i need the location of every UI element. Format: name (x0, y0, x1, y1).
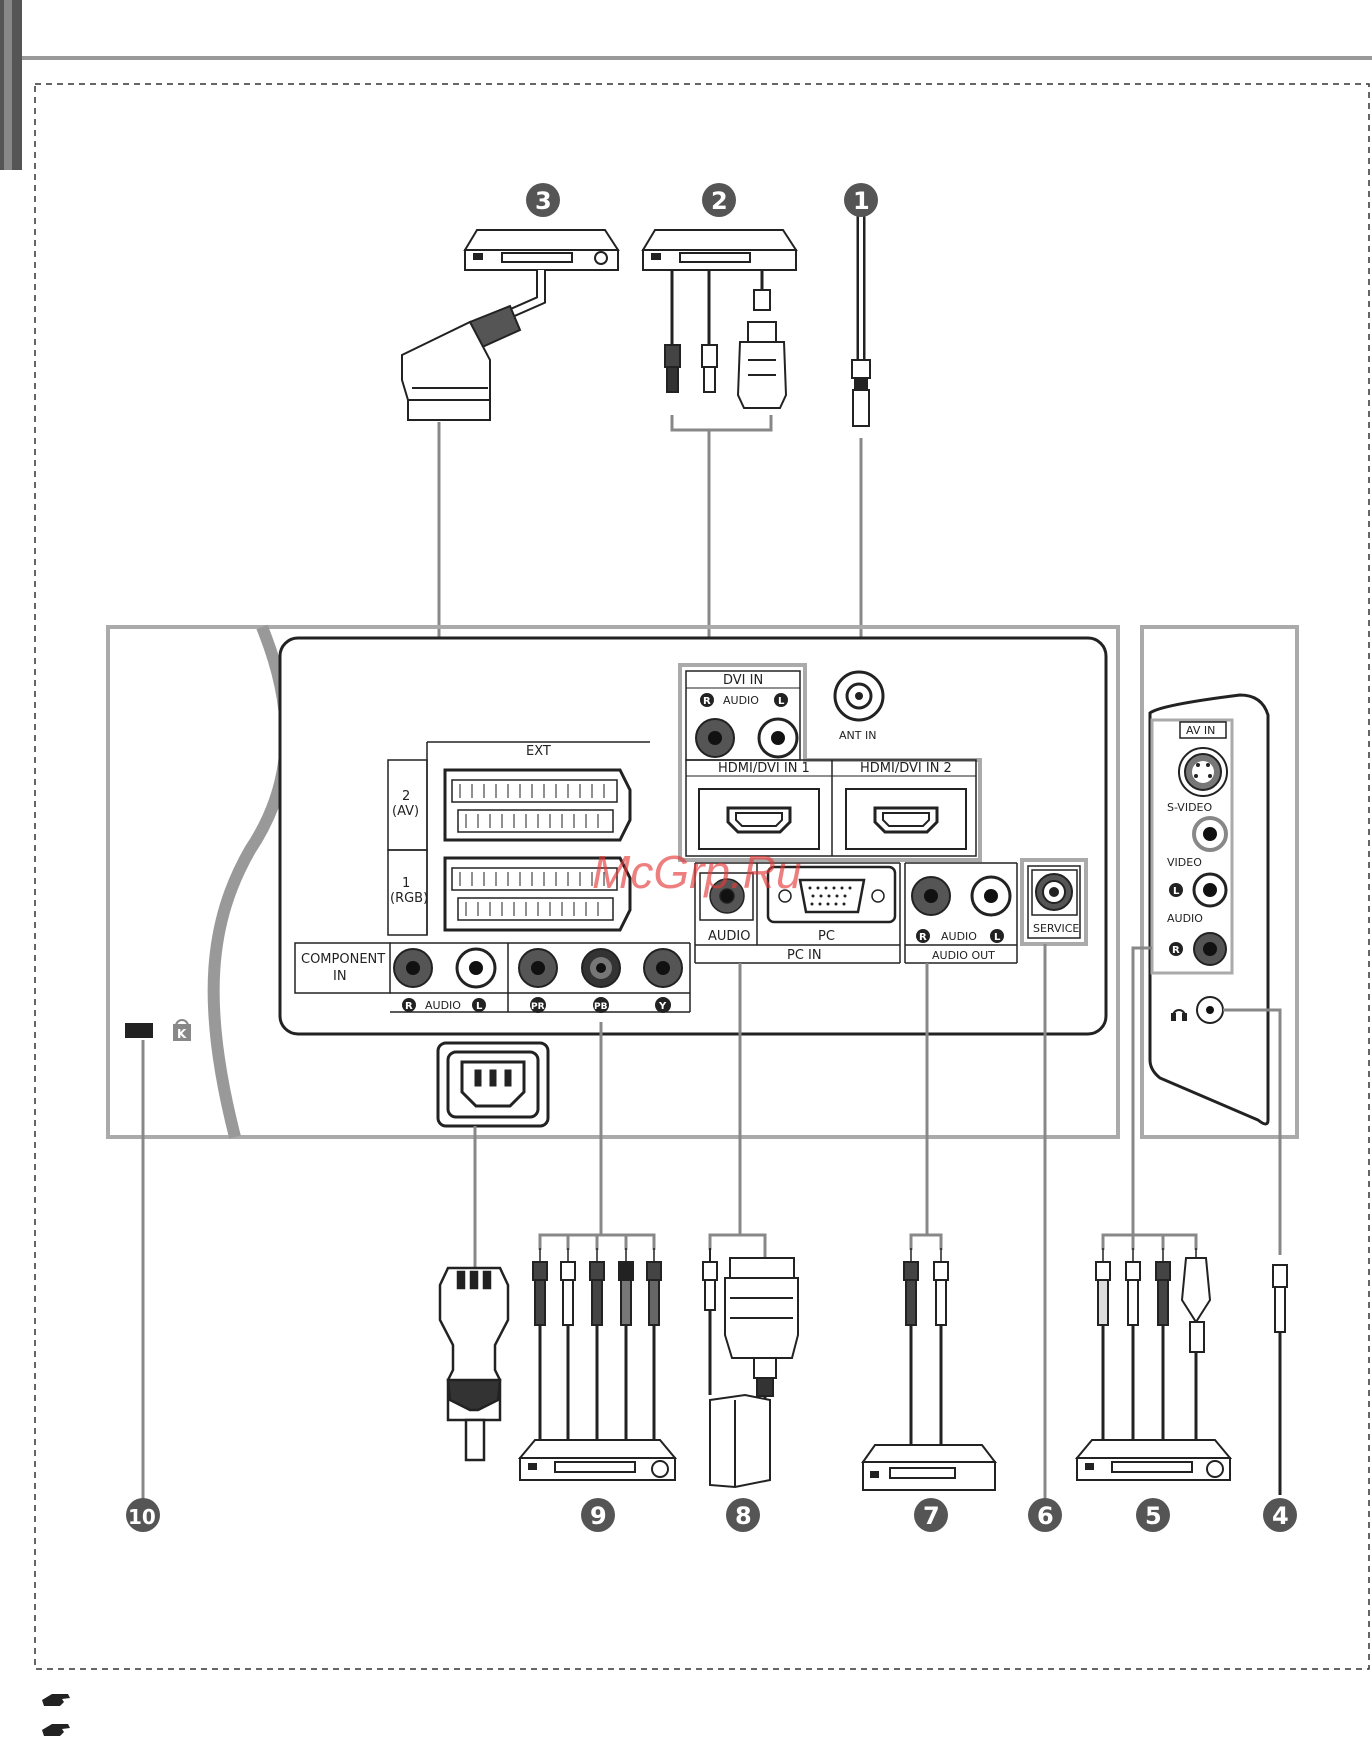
pr-label: PR (531, 1002, 545, 1012)
audio-out-l-badge: L (994, 932, 1001, 943)
pc-label: PC (818, 929, 835, 944)
pc-audio-label: AUDIO (708, 929, 751, 944)
page-header (0, 0, 1372, 170)
av-in-label: AV IN (1186, 724, 1215, 737)
callout-8: 8 (726, 1498, 760, 1532)
s-video-label: S-VIDEO (1167, 801, 1212, 814)
hdmi2-label: HDMI/DVI IN 2 (860, 761, 952, 776)
callout-7: 7 (914, 1498, 948, 1532)
callout-2: 2 (702, 183, 736, 217)
callout-4: 4 (1263, 1498, 1297, 1532)
power-cord (440, 1268, 508, 1460)
ant-in-jack (835, 672, 883, 720)
dvi-in-label: DVI IN (723, 673, 763, 688)
component-l-badge: L (476, 1001, 483, 1012)
ant-in-label: ANT IN (839, 729, 876, 742)
bracket-2 (672, 415, 771, 640)
dvi-r-badge: R (703, 696, 711, 707)
component-cables (533, 1248, 661, 1455)
callout-3: 3 (526, 183, 560, 217)
ext2-sub-label: (AV) (392, 804, 419, 819)
dvi-l-badge: L (778, 696, 785, 707)
y-label: Y (658, 1001, 667, 1012)
callout-5-text: 5 (1145, 1502, 1162, 1530)
device-5-vcr (1077, 1440, 1230, 1480)
device-7-recorder (863, 1445, 995, 1490)
ext2-label: 2 (402, 789, 410, 804)
pb-label: PB (594, 1002, 608, 1012)
callout-4-text: 4 (1272, 1502, 1289, 1530)
dvi-audio-label: AUDIO (723, 694, 759, 707)
component-in-label-2: IN (333, 969, 347, 984)
callout-1-text: 1 (853, 187, 870, 215)
antenna-cable (852, 216, 870, 426)
component-r-badge: R (405, 1001, 413, 1012)
device-2-dvd (643, 230, 796, 270)
s-video-jack (1179, 748, 1227, 796)
callout-9-text: 9 (590, 1502, 607, 1530)
pc-cables (703, 1248, 798, 1487)
callout-1: 1 (844, 183, 878, 217)
tv-curve (214, 627, 286, 1137)
device-9-vcr (520, 1440, 675, 1480)
device-2-cables (665, 270, 786, 408)
side-audio-label: AUDIO (1167, 912, 1203, 925)
slot-marker (125, 1023, 153, 1038)
watermark: McGrp.Ru (592, 846, 802, 898)
video-label: VIDEO (1167, 856, 1202, 869)
audio-out-cables (904, 1248, 948, 1445)
service-label: SERVICE (1033, 922, 1079, 935)
audio-out-rl-label: AUDIO (941, 930, 977, 943)
callout-6-text: 6 (1037, 1502, 1054, 1530)
hdmi1-label: HDMI/DVI IN 1 (718, 761, 810, 776)
callout-3-text: 3 (535, 187, 552, 215)
callout-7-text: 7 (923, 1502, 940, 1530)
ext-label: EXT (526, 744, 551, 759)
callout-10-text: 10 (128, 1505, 156, 1529)
pc-in-label: PC IN (787, 948, 822, 963)
callout-6: 6 (1028, 1498, 1062, 1532)
side-l-badge: L (1173, 886, 1180, 897)
callout-2-text: 2 (711, 187, 728, 215)
ext-block (388, 742, 650, 935)
audio-out-r-badge: R (919, 932, 927, 943)
scart-cable (402, 270, 541, 420)
av-cables (1096, 1248, 1210, 1455)
side-r-badge: R (1172, 945, 1180, 956)
component-in-label-1: COMPONENT (301, 952, 385, 967)
ext1-label: 1 (402, 876, 410, 891)
pointing-hand-icon (42, 1694, 70, 1706)
audio-out-label: AUDIO OUT (932, 949, 995, 962)
device-3-vcr (465, 230, 618, 270)
callout-5: 5 (1136, 1498, 1170, 1532)
component-audio-label: AUDIO (425, 999, 461, 1012)
pointing-hand-icon (42, 1724, 70, 1736)
power-socket (438, 1043, 548, 1126)
callout-9: 9 (581, 1498, 615, 1532)
headphone-cable (1273, 1265, 1287, 1495)
kensington-lock-icon: K (173, 1020, 191, 1041)
callout-10: 10 (126, 1498, 160, 1532)
ext1-sub-label: (RGB) (390, 891, 428, 906)
callout-8-text: 8 (735, 1502, 752, 1530)
lock-k-label: K (177, 1027, 187, 1041)
